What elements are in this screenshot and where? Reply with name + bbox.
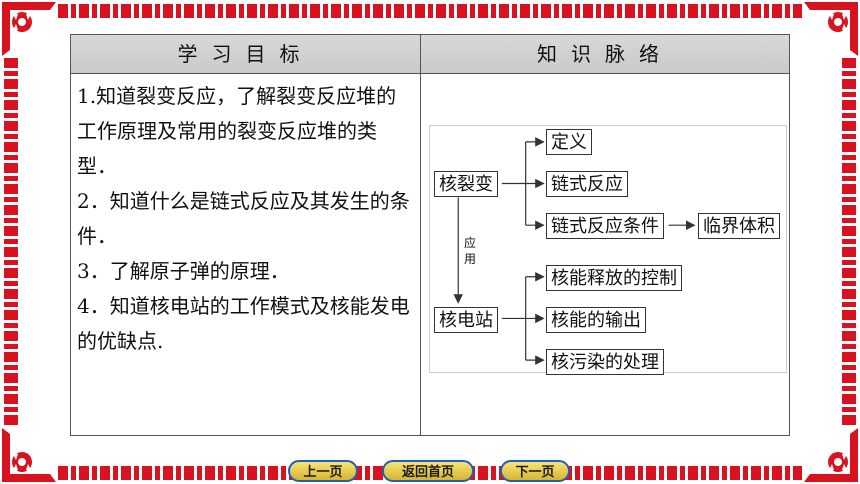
node-pollution-treatment: 核污染的处理 [546,349,664,375]
corner-flower-ornament [802,0,860,58]
knowledge-diagram: 核裂变 定义 链式反应 链式反应条件 临界体积 应 用 核电站 核能释放的控制 … [429,125,787,375]
objective-item: 1.知道裂变反应，了解裂变反应堆的工作原理及常用的裂变反应堆的类型． [77,84,397,178]
content-table: 学习目标 知识脉络 1.知道裂变反应，了解裂变反应堆的工作原理及常用的裂变反应堆… [70,34,790,436]
node-critical-volume: 临界体积 [698,213,780,239]
column-divider [420,35,421,435]
corner-flower-ornament [0,0,58,58]
node-nuclear-fission: 核裂变 [434,171,498,197]
node-energy-output: 核能的输出 [546,307,646,333]
corner-flower-ornament [802,426,860,484]
node-nuclear-plant: 核电站 [434,307,498,333]
prev-page-button[interactable]: 上一页 [288,460,358,482]
home-page-button[interactable]: 返回首页 [382,460,474,482]
connector-label-char: 应 [463,236,476,250]
border-left-pattern [4,58,18,426]
border-top-pattern [58,4,802,18]
node-definition: 定义 [546,129,592,155]
objective-item: 2．知道什么是链式反应及其发生的条件． [77,189,410,248]
table-header: 学习目标 知识脉络 [71,35,789,74]
header-knowledge-map: 知识脉络 [537,42,673,66]
diagram-connectors [453,137,696,365]
objectives-list: 1.知道裂变反应，了解裂变反应堆的工作原理及常用的裂变反应堆的类型． 2．知道什… [77,79,415,359]
node-chain-reaction: 链式反应 [546,171,628,197]
objective-item: 3．了解原子弹的原理． [77,259,290,283]
node-energy-control: 核能释放的控制 [546,265,682,291]
connector-label-char: 用 [463,252,476,266]
next-page-button[interactable]: 下一页 [500,460,570,482]
node-chain-conditions: 链式反应条件 [546,213,664,239]
header-learning-goals: 学习目标 [177,42,314,66]
objective-item: 4．知道核电站的工作模式及核能发电的优缺点. [77,294,410,353]
border-right-pattern [842,58,856,426]
corner-flower-ornament [0,426,58,484]
